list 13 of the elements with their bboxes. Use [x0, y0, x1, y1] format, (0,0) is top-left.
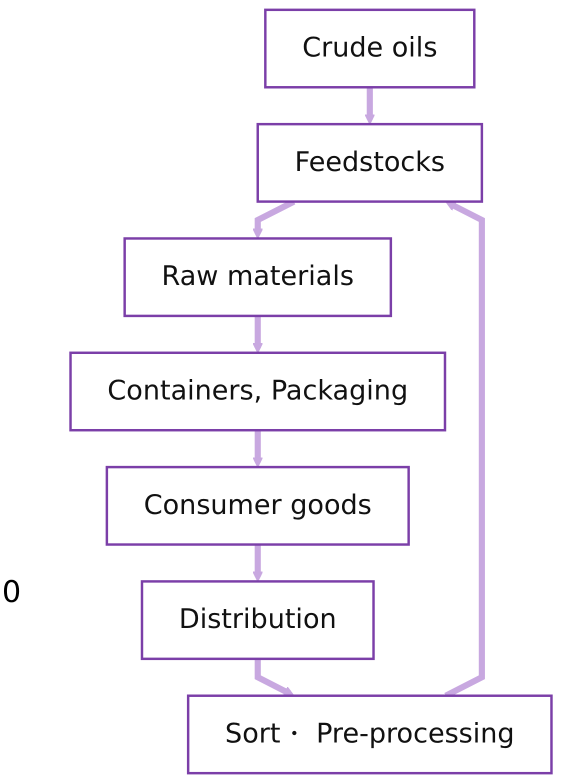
node-box: Crude oils [264, 8, 476, 88]
node-box: Raw materials [123, 237, 392, 318]
node-box: Distribution [140, 580, 375, 660]
arrow [254, 658, 294, 696]
node-box: Containers, Packaging [69, 352, 446, 432]
node-box: Sort・ Pre-processing [186, 694, 553, 774]
arrow [252, 544, 264, 582]
arrow [252, 430, 264, 468]
arrow [364, 87, 376, 125]
node-box: Consumer goods [106, 466, 410, 546]
note-text: 0 [2, 575, 22, 610]
node-box: Feedstocks [256, 122, 484, 203]
arrow [252, 316, 264, 354]
